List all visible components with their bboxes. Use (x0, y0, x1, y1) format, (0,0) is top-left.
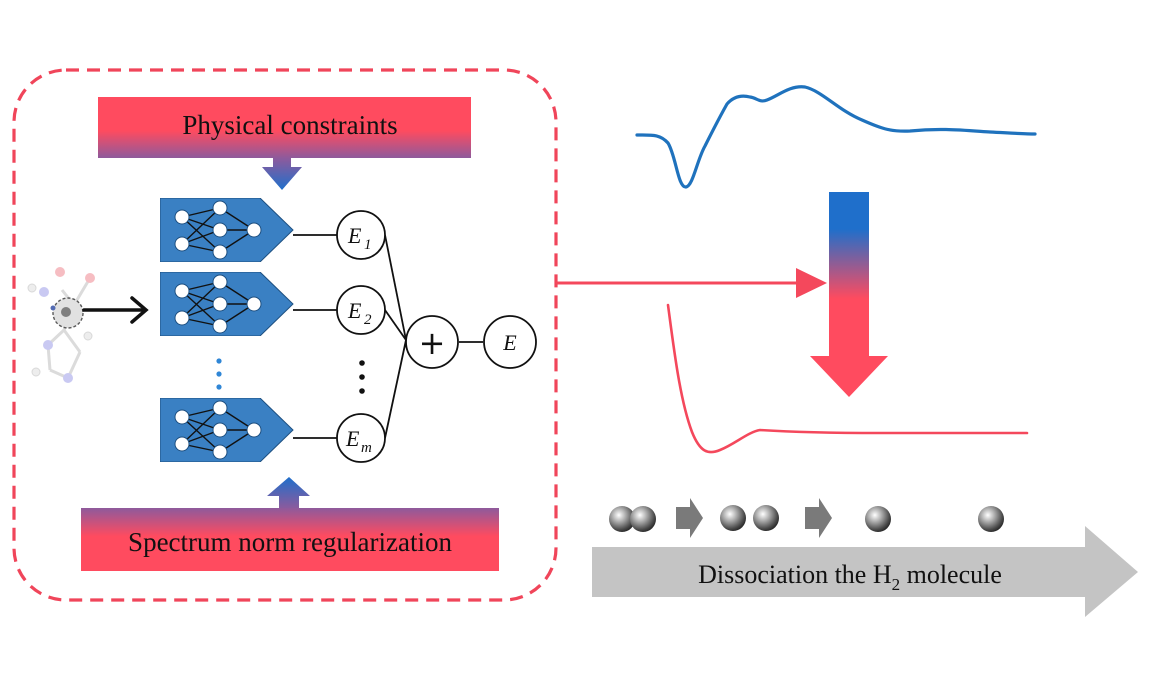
plus-icon: + (419, 324, 446, 362)
neural-network-block-m (160, 398, 294, 462)
connection-lines (293, 234, 483, 439)
unconstrained-energy-curve (635, 85, 1037, 189)
stage-arrow-icon-2 (805, 498, 832, 538)
h2-bonded-molecule-icon (609, 506, 656, 532)
svg-text:2: 2 (364, 312, 372, 328)
molecule-structure-icon (27, 267, 95, 383)
svg-text:E: E (502, 330, 517, 355)
output-node-e2: E 2 (336, 285, 386, 335)
down-arrow-icon (262, 158, 302, 190)
svg-text:E: E (347, 298, 362, 323)
output-node-e1: E 1 (336, 210, 386, 260)
h2-dissociation-process: Dissociation the H2 molecule (592, 498, 1138, 617)
h2-stretched-molecule-icon (720, 505, 779, 531)
output-node-em: E m (336, 413, 386, 463)
constrained-energy-curve (666, 303, 1029, 454)
improvement-arrow-icon (810, 192, 888, 397)
spectrum-norm-label: Spectrum norm regularization (128, 527, 452, 557)
svg-text:E: E (345, 426, 360, 451)
input-arrow-icon (82, 296, 149, 324)
svg-text:E: E (347, 223, 362, 248)
dissociation-caption: Dissociation the H2 molecule (698, 560, 1002, 594)
spectrum-norm-banner: Spectrum norm regularization (81, 508, 499, 571)
svg-text:m: m (361, 440, 372, 456)
process-arrow-icon (592, 526, 1138, 617)
neural-network-block-1 (160, 198, 294, 262)
output-arrow-icon (556, 268, 827, 298)
physical-constraints-label: Physical constraints (182, 110, 397, 140)
neural-network-block-2 (160, 272, 294, 336)
total-energy-node: E (483, 315, 537, 369)
svg-text:1: 1 (364, 237, 372, 253)
model-dashed-box (12, 68, 558, 602)
h-separated-atoms-icon (865, 506, 1004, 532)
up-arrow-icon (267, 477, 310, 509)
network-ellipsis-icon (216, 358, 222, 390)
sum-node: + (405, 315, 459, 369)
output-ellipsis-icon (359, 360, 365, 394)
stage-arrow-icon (676, 498, 703, 538)
physical-constraints-banner: Physical constraints (98, 97, 471, 158)
